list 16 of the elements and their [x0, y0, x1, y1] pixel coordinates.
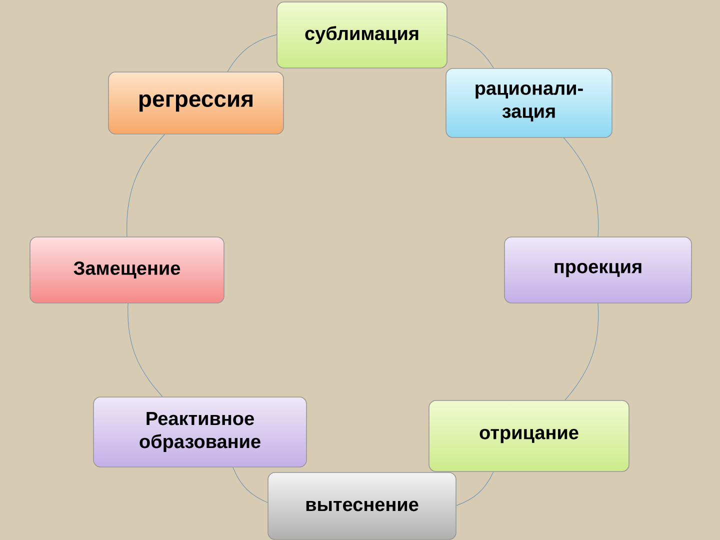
- connector-line: [456, 472, 494, 506]
- process-box: Реактивное образование: [93, 396, 307, 468]
- process-box: рационали- зация: [446, 68, 612, 138]
- connector-line: [227, 34, 277, 72]
- process-box: вытеснение: [268, 472, 456, 540]
- connector-line: [128, 303, 163, 397]
- connector-line: [126, 134, 165, 237]
- process-box: проекция: [504, 236, 692, 304]
- process-box: отрицание: [428, 400, 630, 472]
- process-box: регрессия: [108, 72, 284, 134]
- process-box: Замещение: [30, 236, 224, 304]
- connector-line: [564, 138, 599, 237]
- connector-line: [447, 34, 494, 68]
- connector-line: [564, 303, 599, 400]
- connector-line: [232, 467, 268, 503]
- process-box: сублимация: [276, 2, 448, 68]
